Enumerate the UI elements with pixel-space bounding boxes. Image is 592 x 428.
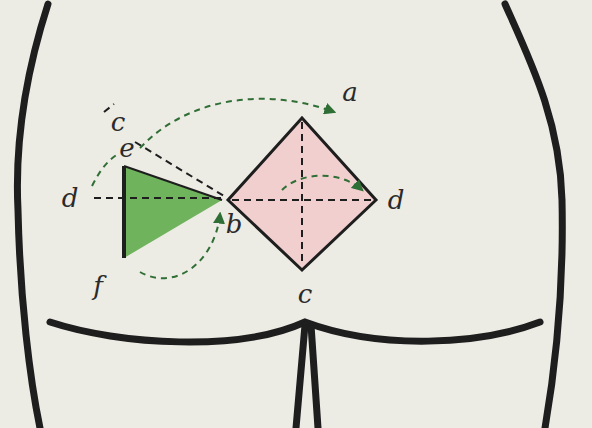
fold-arrow [92,154,118,186]
body-outline [17,4,562,428]
vertex-label: e [117,135,136,161]
triangle-edge [122,166,126,258]
vertex-label: a [340,79,360,105]
square-diamond [228,118,376,270]
vertex-label: c [296,281,315,307]
triangle-edge [124,166,222,200]
vertex-label: d [60,185,81,211]
vertex-label: f [91,273,105,299]
vertex-label: d [386,187,407,213]
folded-triangle [124,166,222,258]
fold-arrow [140,99,362,278]
fold-line [94,104,372,266]
vertex-label: c [109,109,128,135]
vertex-label: b [224,211,245,237]
